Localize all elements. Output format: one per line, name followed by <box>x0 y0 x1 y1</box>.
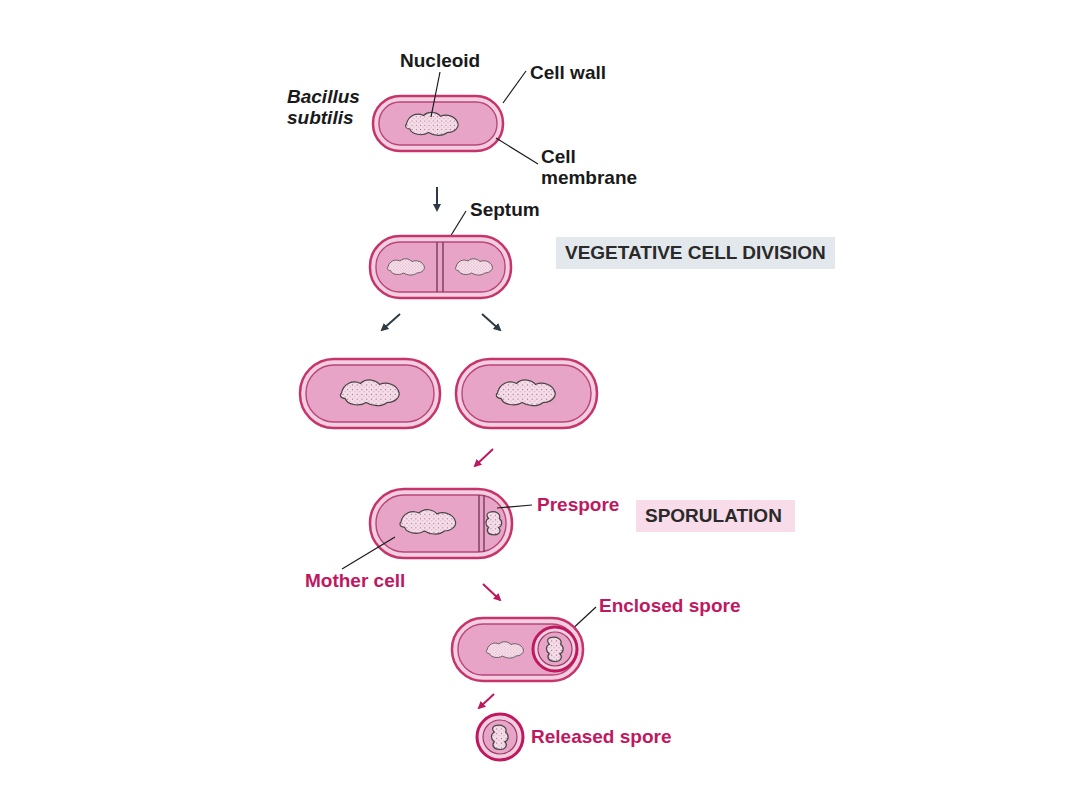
part-label: Mother cell <box>305 570 405 591</box>
arrow <box>436 187 438 210</box>
part-label: Cell wall <box>530 62 606 83</box>
stage-label-box: VEGETATIVE CELL DIVISION <box>556 237 835 269</box>
stage-title: VEGETATIVE CELL DIVISION <box>565 242 826 264</box>
sporulating-cell <box>370 489 512 558</box>
part-label: Enclosed spore <box>599 595 741 616</box>
leader-lines <box>342 505 596 633</box>
daughter-cell <box>300 359 440 428</box>
part-label: Cell membrane <box>541 146 641 188</box>
leader-lines <box>431 71 538 250</box>
mother-cell-with-spore <box>452 618 583 681</box>
stage-label-box: SPORULATION <box>636 500 795 532</box>
stage-title: SPORULATION <box>645 505 786 527</box>
arrow <box>483 584 500 600</box>
part-label: Nucleoid <box>400 50 480 71</box>
part-label: Septum <box>470 199 540 220</box>
arrow <box>482 314 500 330</box>
arrow <box>382 314 400 330</box>
arrow <box>475 449 493 466</box>
daughter-cell <box>456 359 597 428</box>
part-label: Prespore <box>537 494 619 515</box>
part-label: Released spore <box>531 726 671 747</box>
bacterial-cell <box>373 96 503 151</box>
released-spore <box>477 714 523 760</box>
species-name: Bacillus subtilis <box>287 86 379 128</box>
dividing-cell <box>370 236 511 298</box>
arrow <box>479 694 494 708</box>
